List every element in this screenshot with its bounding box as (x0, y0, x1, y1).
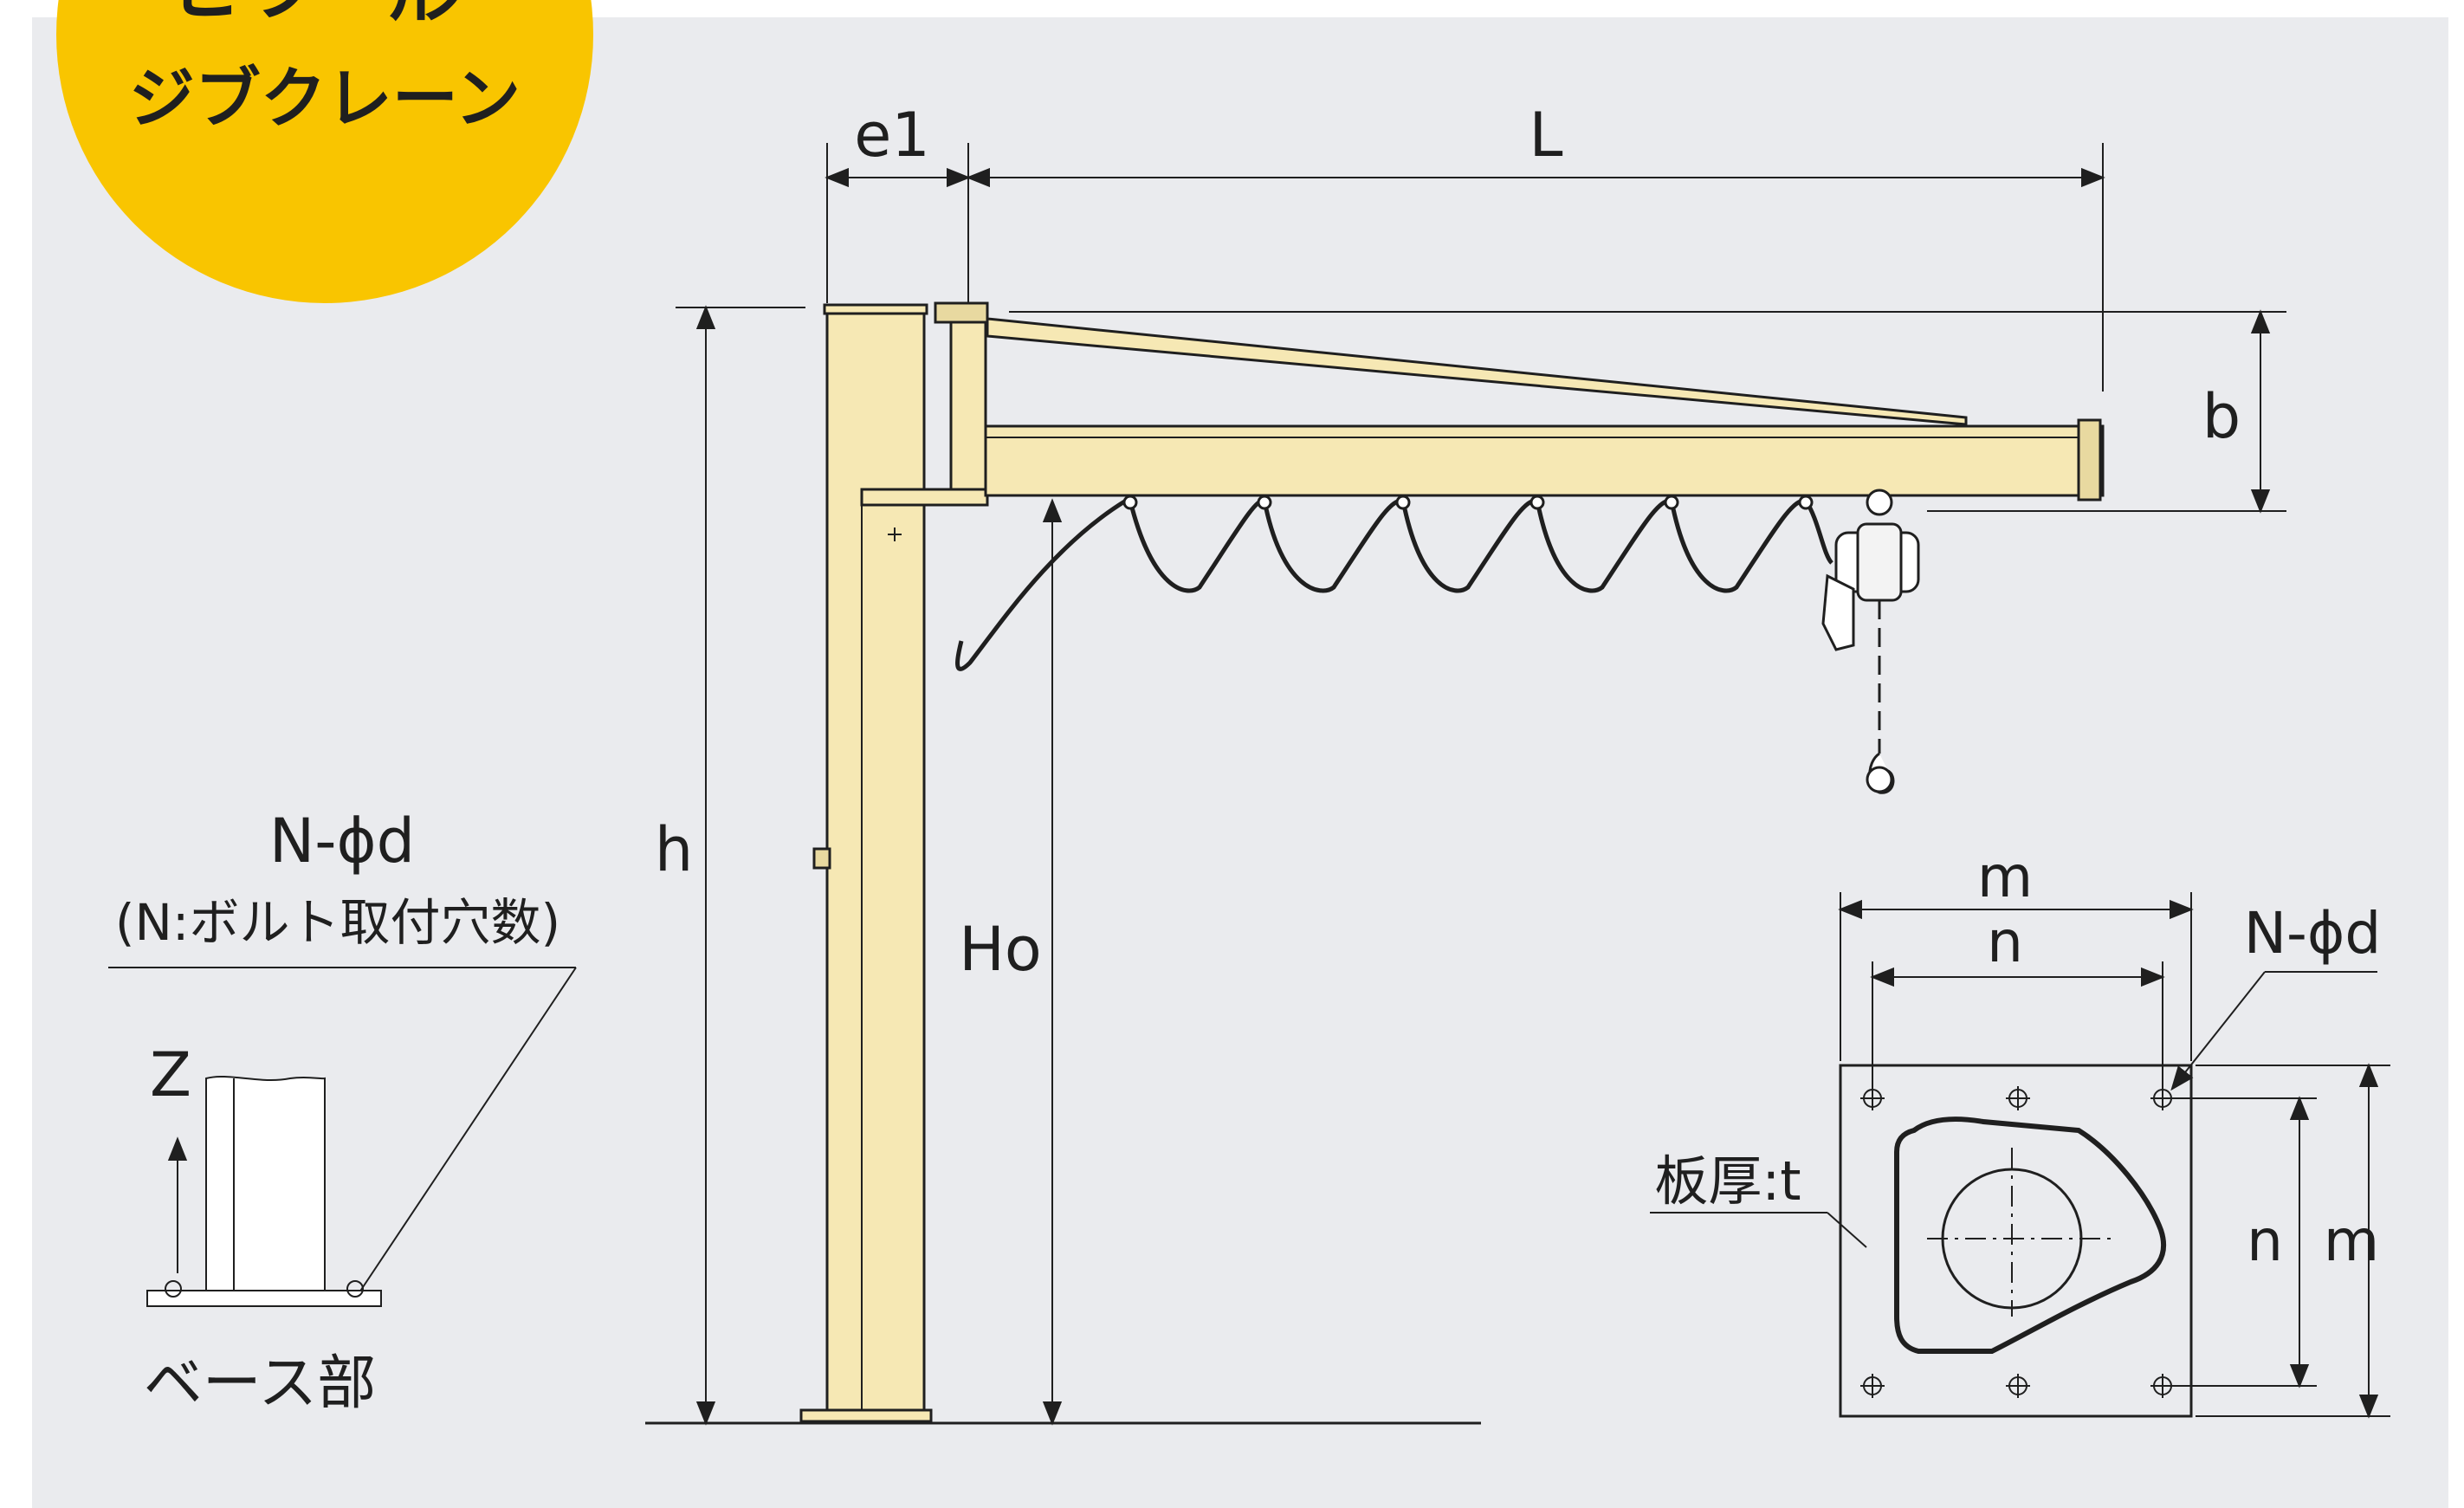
plate-plan-view: m n N-ϕd 板厚:t n m (1650, 844, 2390, 1419)
label-e1: e1 (854, 100, 930, 171)
badge-line1: ピラー形 (171, 0, 462, 30)
base-hole-note: (N:ボルト取付穴数) (115, 893, 560, 952)
plan-column-outline (1894, 1116, 2167, 1354)
slewing-bracket (949, 312, 987, 506)
boom-end-stop (2077, 418, 2102, 502)
cable-loops (955, 498, 1833, 671)
badge-circle (56, 0, 593, 303)
plan-bolt-cross-br (2150, 1374, 2175, 1398)
plan-bolt-cross-tr (2150, 1086, 2175, 1110)
festoon-cable (955, 495, 1833, 671)
cable-trolley-5 (1664, 495, 1679, 510)
plan-label-n-side: n (2247, 1207, 2283, 1274)
base-bolt-left (165, 1280, 182, 1298)
hook-block (1866, 766, 1893, 793)
tie-rod (986, 317, 1968, 426)
base-hole-label: N-ϕd (269, 806, 415, 877)
cable-trolley-6 (1798, 495, 1814, 510)
label-ho: Ho (959, 914, 1041, 985)
plan-bolt-cross-tl (1860, 1086, 1885, 1110)
pillar-base-plate (799, 1408, 933, 1423)
hoist-gearbox (1821, 573, 1855, 651)
base-caption: ベース部 (144, 1349, 377, 1418)
main-dimensions (676, 143, 2286, 1426)
plan-hole-leader (2170, 971, 2266, 1091)
base-detail: N-ϕd (N:ボルト取付穴数) Z ベース部 (108, 806, 577, 1418)
z-axis-label: Z (150, 1039, 191, 1110)
base-plate (146, 1290, 382, 1307)
plan-label-m-top: m (1977, 844, 2033, 910)
cable-trolley-4 (1529, 495, 1545, 510)
label-h: h (655, 814, 693, 885)
plan-hole-label: N-ϕd (2244, 900, 2382, 967)
top-white-strip (0, 0, 2464, 17)
cable-trolley-1 (1122, 495, 1138, 510)
base-column-stub (205, 1076, 326, 1291)
plan-bolt-cross-bl (1860, 1374, 1885, 1398)
crane (645, 301, 2105, 1425)
bracket-lower-plate (860, 488, 989, 507)
pillar (825, 310, 926, 1418)
cable-trolley-2 (1257, 495, 1272, 510)
top-hinge (934, 301, 989, 324)
badge-line2: ジブクレーン (129, 60, 521, 137)
thickness-leader (1827, 1212, 1867, 1248)
pillar-top-cap (823, 303, 928, 315)
plan-thickness-label: 板厚:t (1654, 1149, 1801, 1213)
base-leader-line (359, 967, 577, 1293)
hoist-motor (1856, 522, 1903, 602)
plan-bolt-cross-bc (2006, 1374, 2030, 1398)
main-dimension-labels: e1 L b h Ho (655, 100, 2241, 985)
cable-trolley-3 (1395, 495, 1411, 510)
label-b: b (2202, 381, 2241, 452)
plan-label-m-side: m (2324, 1207, 2379, 1274)
pillar-handle (812, 847, 831, 870)
plan-label-n-top: n (1987, 909, 2023, 975)
electric-hoist (1821, 489, 1920, 794)
badge: ピラー形 ジブクレーン (56, 0, 593, 303)
base-bolt-right (346, 1280, 364, 1298)
label-L: L (1529, 100, 1563, 171)
hoist-trolley-wheel (1866, 489, 1893, 516)
plan-bolt-cross-tc (2006, 1086, 2030, 1110)
plan-plate (1839, 1064, 2193, 1418)
